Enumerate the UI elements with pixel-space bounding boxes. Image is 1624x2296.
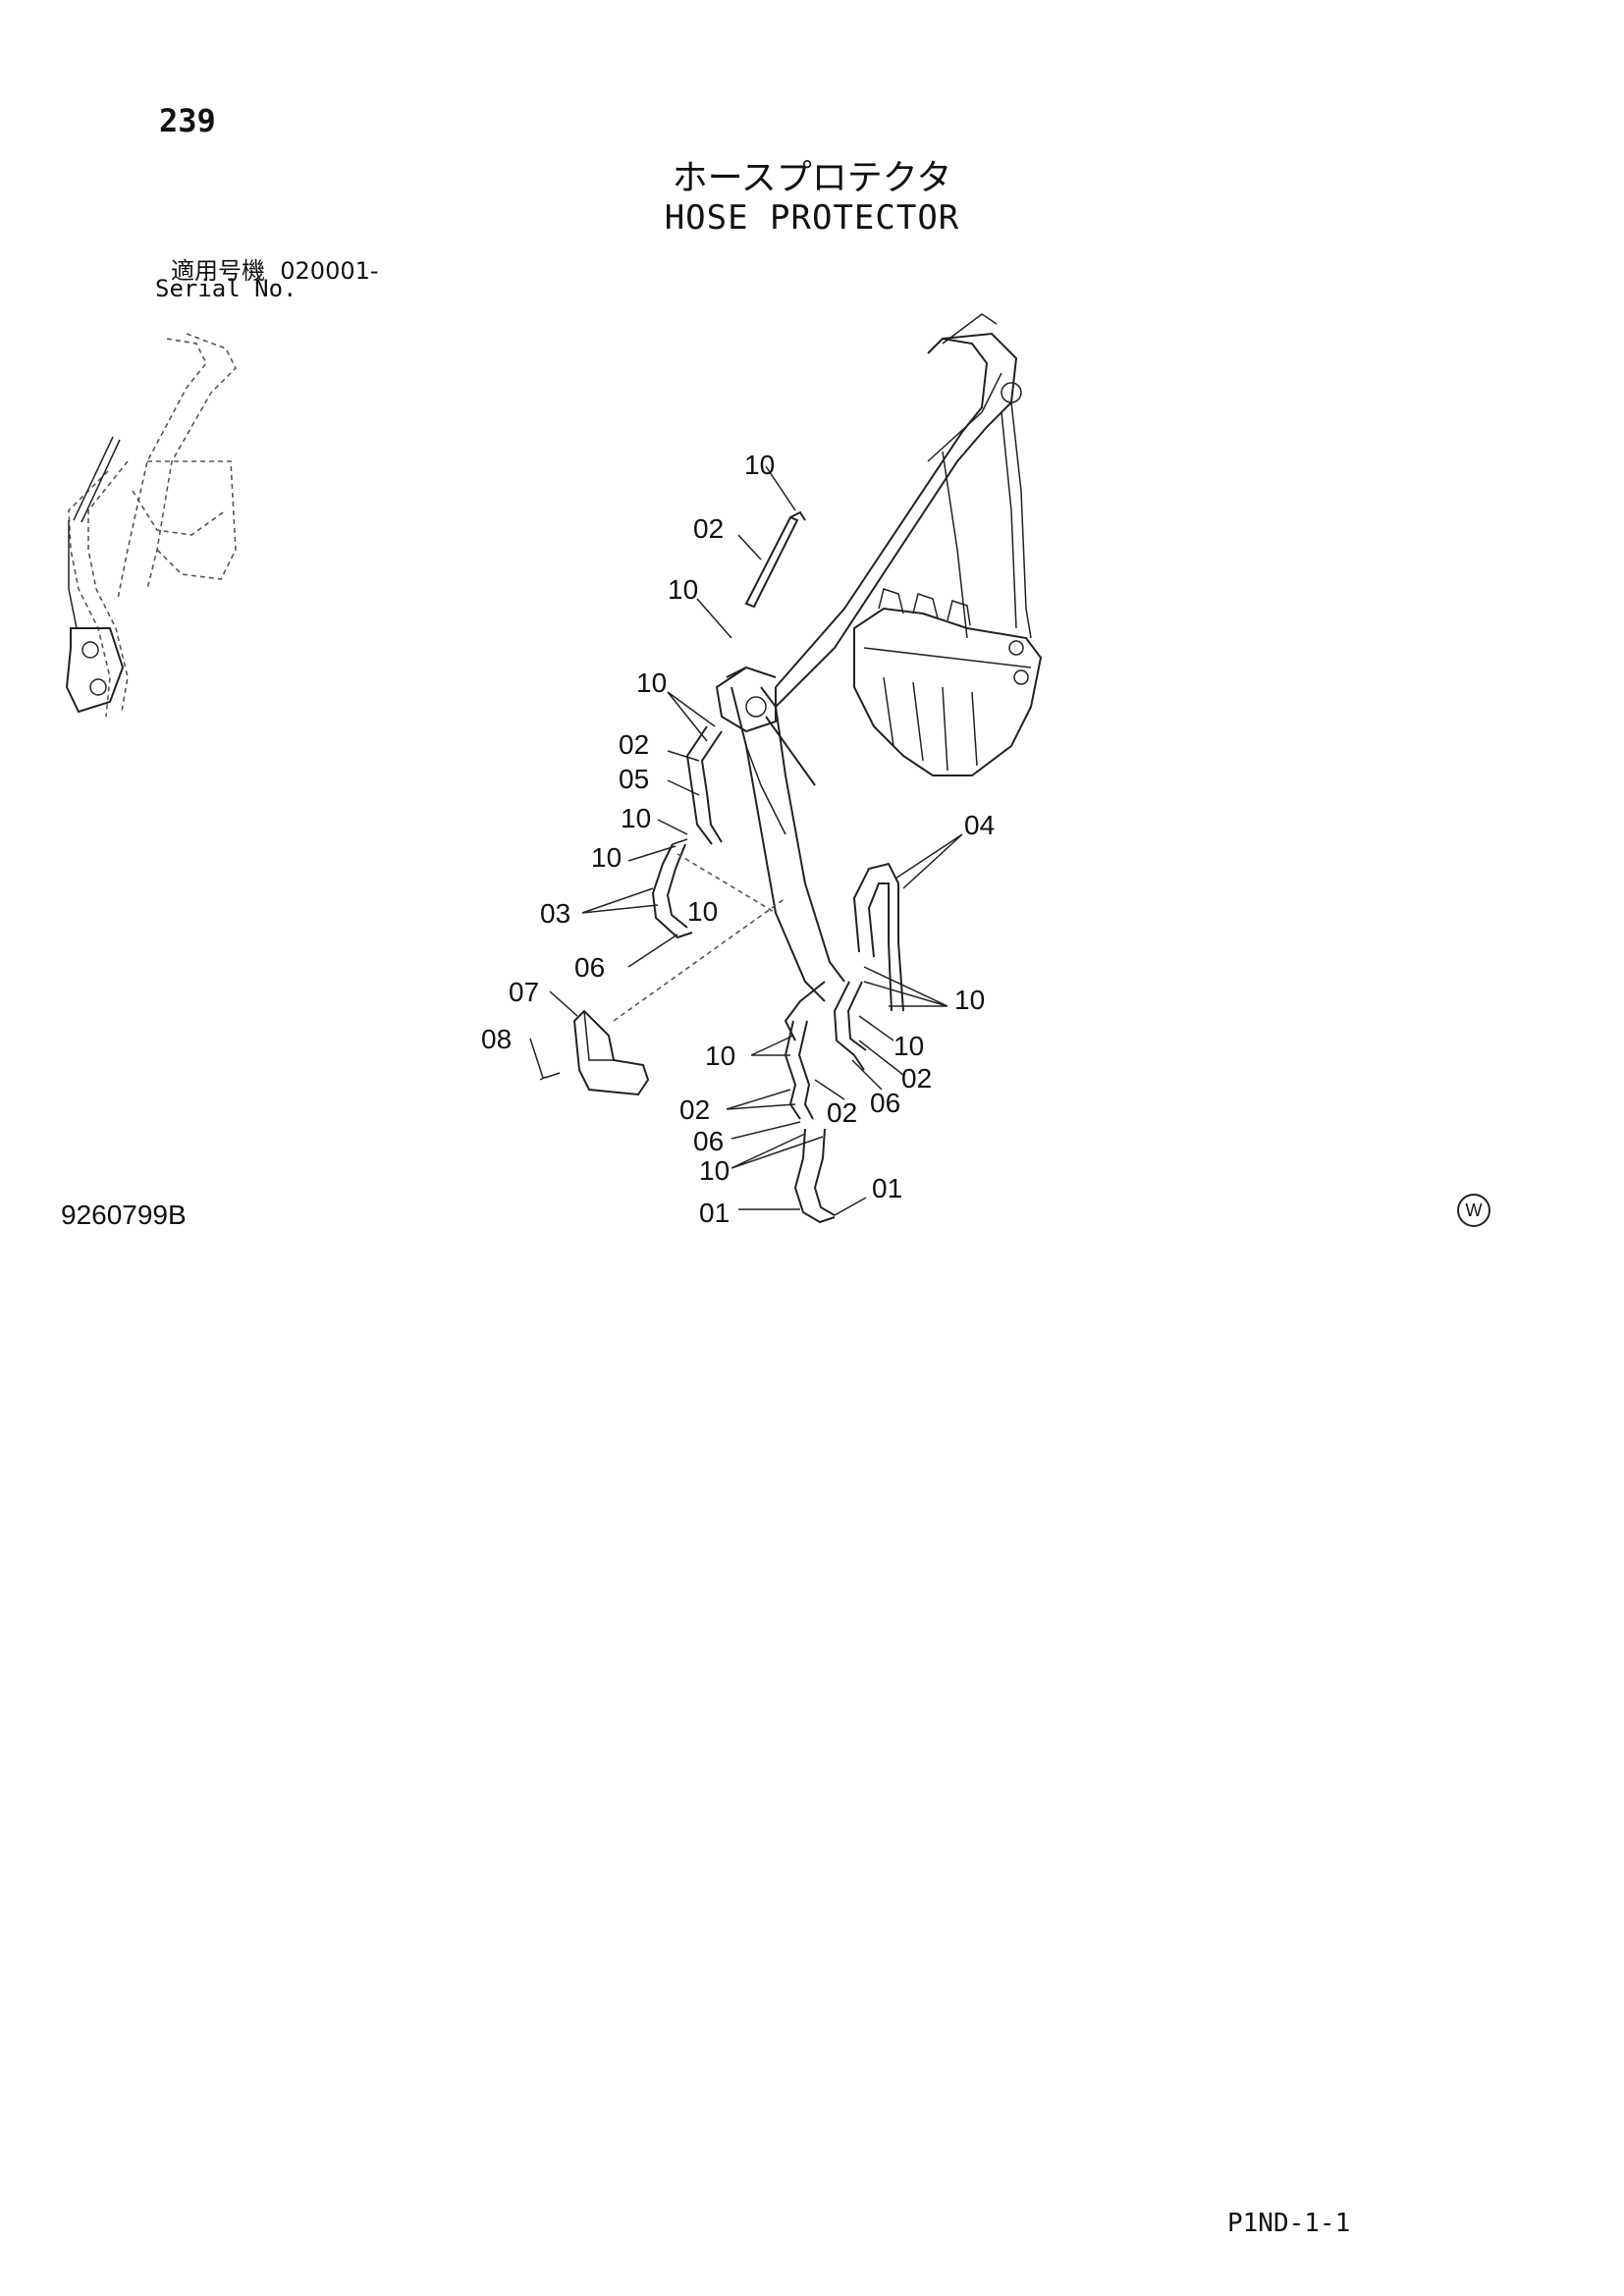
callout-10-arm-mid: 10 — [621, 803, 651, 833]
boom-arm-assembly — [715, 313, 1032, 1041]
callout-10-part03: 10 — [687, 896, 718, 927]
bolt-08 — [539, 1072, 561, 1081]
page-code: P1ND-1-1 — [1227, 2209, 1351, 2238]
hose-protector-02-lower — [784, 981, 867, 1120]
title-japanese: ホースプロテクタ — [672, 158, 952, 198]
maker-mark-icon: W — [1457, 1194, 1490, 1227]
callout-05: 05 — [619, 764, 649, 794]
callout-10-part03-top: 10 — [591, 842, 622, 873]
callout-10-lower-left: 10 — [705, 1041, 735, 1071]
callout-02-boom: 02 — [693, 513, 724, 544]
serial-applicable-label: 適用号機 020001- — [171, 251, 379, 286]
callout-02-lower-right: 02 — [901, 1063, 932, 1094]
hose-protector-01 — [793, 1128, 836, 1224]
callout-06-part03: 06 — [574, 952, 605, 983]
callout-03: 03 — [540, 898, 570, 929]
hose-protector-04 — [852, 862, 904, 1012]
callout-06-lower-left: 06 — [693, 1126, 724, 1156]
hose-protector-02-05 — [685, 725, 723, 845]
callout-08: 08 — [481, 1024, 512, 1054]
page-number: 239 — [159, 102, 216, 139]
callout-10-bottom: 10 — [699, 1155, 730, 1186]
callout-04: 04 — [964, 810, 995, 840]
callout-07: 07 — [509, 977, 539, 1007]
callout-02-lower-left: 02 — [679, 1095, 710, 1125]
drawing-number: 9260799B — [61, 1200, 187, 1230]
title-english: HOSE PROTECTOR — [664, 198, 960, 238]
serial-label-en: Serial No. — [155, 275, 298, 302]
callout-06-lower-right: 06 — [870, 1088, 900, 1118]
callout-02-lower-mid: 02 — [827, 1097, 857, 1128]
callout-10-boom-bottom: 10 — [668, 574, 698, 605]
callout-10-lower-right: 10 — [893, 1031, 924, 1061]
callout-02-arm: 02 — [619, 729, 649, 760]
callout-01-right: 01 — [872, 1173, 902, 1203]
overview-thumbnail — [65, 333, 237, 718]
bucket — [853, 588, 1043, 776]
serial-label-jp: 適用号機 — [171, 257, 265, 285]
cover-07 — [572, 1009, 650, 1096]
assembly-line-03 — [677, 853, 777, 914]
hose-protector-03 — [651, 838, 693, 939]
callout-10-arm-top: 10 — [636, 667, 667, 698]
callout-10-boom-top: 10 — [744, 450, 775, 480]
upper-hose-protector-10-02 — [744, 510, 806, 609]
callout-01-left: 01 — [699, 1198, 730, 1228]
serial-value: 020001- — [280, 257, 379, 285]
callout-10-part04: 10 — [954, 985, 985, 1015]
callout-labels: 10 02 10 10 02 05 10 10 03 10 06 07 08 0… — [481, 450, 995, 1228]
leader-lines — [529, 465, 963, 1216]
